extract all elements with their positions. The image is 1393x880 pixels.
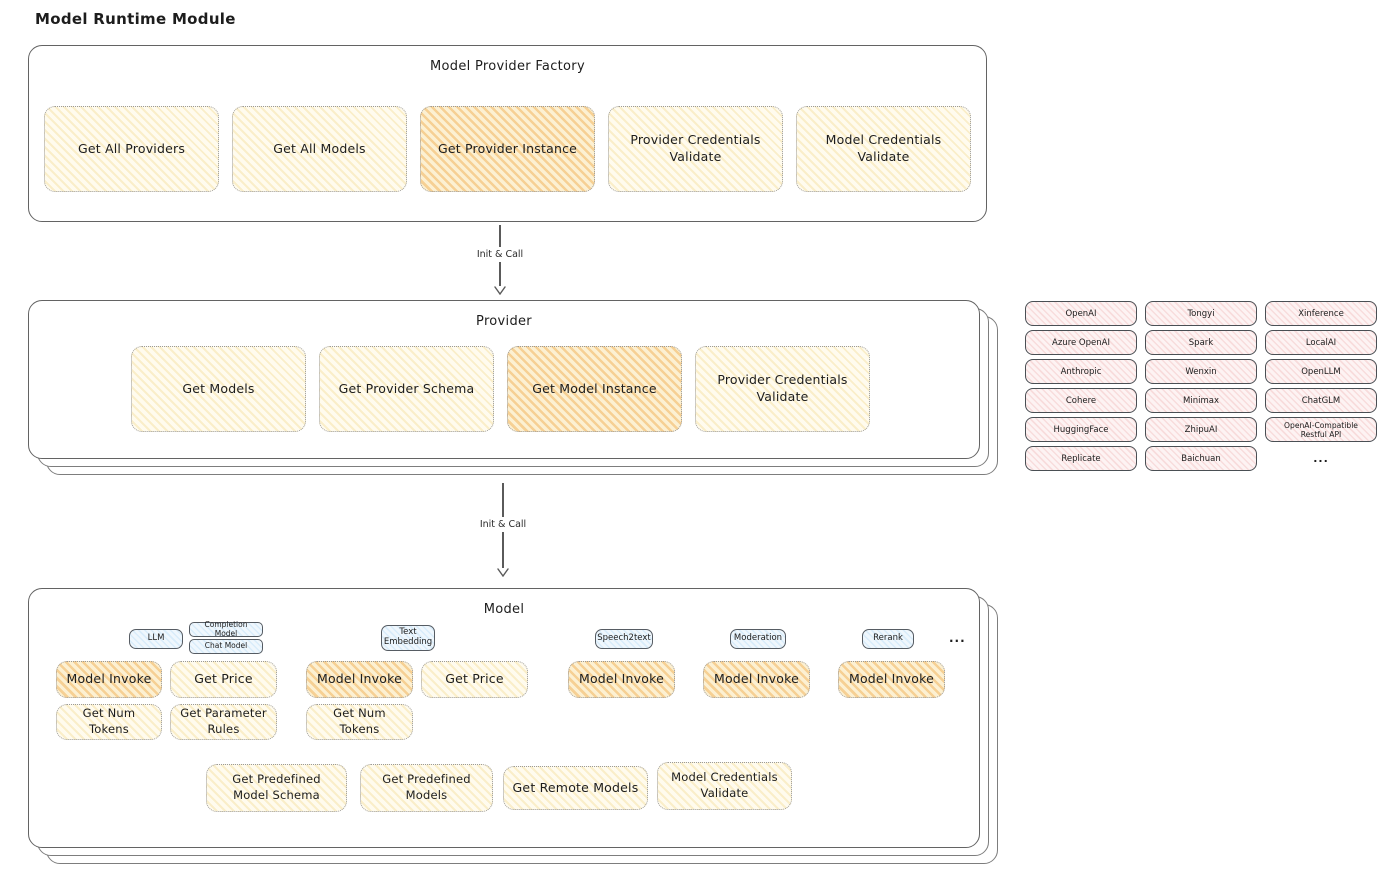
tag-completion-model: Completion Model bbox=[189, 620, 263, 637]
provider-pill-zhipuai: ZhipuAI bbox=[1145, 417, 1257, 442]
node-get-all-models: Get All Models bbox=[232, 106, 407, 192]
provider-pill-localai: LocalAI bbox=[1265, 330, 1377, 355]
provider-pill-openai: OpenAI bbox=[1025, 301, 1137, 326]
provider-pill-spark: Spark bbox=[1145, 330, 1257, 355]
node-get-remote-models: Get Remote Models bbox=[503, 766, 648, 810]
node-text-embedding-model-invoke: Model Invoke bbox=[306, 661, 413, 698]
provider-pill-openai-compatible: OpenAI-Compatible Restful API bbox=[1265, 417, 1377, 442]
node-rerank-model-invoke: Model Invoke bbox=[838, 661, 945, 698]
provider-pill-anthropic: Anthropic bbox=[1025, 359, 1137, 384]
tag-moderation: Moderation bbox=[730, 629, 786, 649]
provider-pill-openllm: OpenLLM bbox=[1265, 359, 1377, 384]
node-get-provider-instance: Get Provider Instance bbox=[420, 106, 595, 192]
node-llm-get-num-tokens: Get Num Tokens bbox=[56, 704, 162, 740]
flow-arrow-factory-to-provider: Init & Call bbox=[455, 225, 545, 295]
factory-button-row: Get All Providers Get All Models Get Pro… bbox=[44, 106, 971, 192]
node-provider-credentials-validate-2: Provider Credentials Validate bbox=[695, 346, 870, 432]
node-get-models: Get Models bbox=[131, 346, 306, 432]
tag-text-embedding: Text Embedding bbox=[381, 625, 435, 651]
flow-arrow-provider-to-model: Init & Call bbox=[458, 483, 548, 577]
tag-rerank: Rerank bbox=[862, 629, 914, 649]
provider-pill-huggingface: HuggingFace bbox=[1025, 417, 1137, 442]
provider-pill-baichuan: Baichuan bbox=[1145, 446, 1257, 471]
provider-pill-wenxin: Wenxin bbox=[1145, 359, 1257, 384]
node-model-credentials-validate: Model Credentials Validate bbox=[796, 106, 971, 192]
node-llm-model-invoke: Model Invoke bbox=[56, 661, 162, 698]
node-get-model-instance: Get Model Instance bbox=[507, 346, 682, 432]
node-get-all-providers: Get All Providers bbox=[44, 106, 219, 192]
provider-card-title: Provider bbox=[476, 314, 532, 329]
provider-list-more-ellipsis: ... bbox=[1313, 452, 1329, 465]
node-text-embedding-get-price: Get Price bbox=[421, 661, 528, 698]
provider-pill-replicate: Replicate bbox=[1025, 446, 1137, 471]
node-text-embedding-get-num-tokens: Get Num Tokens bbox=[306, 704, 413, 740]
provider-pill-tongyi: Tongyi bbox=[1145, 301, 1257, 326]
provider-pill-cohere: Cohere bbox=[1025, 388, 1137, 413]
node-model-credentials-validate-2: Model Credentials Validate bbox=[657, 762, 792, 810]
tag-llm: LLM bbox=[129, 629, 183, 649]
provider-pill-azure-openai: Azure OpenAI bbox=[1025, 330, 1137, 355]
arrow-label-init-call-2: Init & Call bbox=[479, 519, 527, 530]
model-card: Model LLM Completion Model Chat Model Te… bbox=[28, 588, 980, 848]
provider-pill-xinference: Xinference bbox=[1265, 301, 1377, 326]
node-moderation-model-invoke: Model Invoke bbox=[703, 661, 810, 698]
model-card-title: Model bbox=[483, 602, 525, 617]
provider-list-column-3: Xinference LocalAI OpenLLM ChatGLM OpenA… bbox=[1265, 301, 1377, 471]
node-llm-get-price: Get Price bbox=[170, 661, 277, 698]
node-llm-get-parameter-rules: Get Parameter Rules bbox=[170, 704, 277, 740]
provider-pill-chatglm: ChatGLM bbox=[1265, 388, 1377, 413]
factory-card-title: Model Provider Factory bbox=[430, 59, 585, 74]
arrowhead-down-icon bbox=[497, 568, 509, 577]
node-get-provider-schema: Get Provider Schema bbox=[319, 346, 494, 432]
provider-card: Provider Get Models Get Provider Schema … bbox=[28, 300, 980, 459]
node-provider-credentials-validate: Provider Credentials Validate bbox=[608, 106, 783, 192]
arrowhead-down-icon bbox=[494, 286, 506, 295]
node-get-predefined-models: Get Predefined Models bbox=[360, 764, 493, 812]
provider-list-column-2: Tongyi Spark Wenxin Minimax ZhipuAI Baic… bbox=[1145, 301, 1257, 471]
tag-chat-model: Chat Model bbox=[189, 639, 263, 654]
factory-card: Model Provider Factory Get All Providers… bbox=[28, 45, 987, 222]
node-get-predefined-model-schema: Get Predefined Model Schema bbox=[206, 764, 347, 812]
provider-pill-minimax: Minimax bbox=[1145, 388, 1257, 413]
page-title: Model Runtime Module bbox=[35, 10, 236, 28]
node-speech2text-model-invoke: Model Invoke bbox=[568, 661, 675, 698]
provider-list-column-1: OpenAI Azure OpenAI Anthropic Cohere Hug… bbox=[1025, 301, 1137, 471]
arrow-label-init-call-1: Init & Call bbox=[476, 249, 524, 260]
provider-button-row: Get Models Get Provider Schema Get Model… bbox=[131, 346, 870, 432]
model-types-more-ellipsis: ... bbox=[949, 631, 966, 645]
tag-speech2text: Speech2text bbox=[595, 629, 653, 649]
